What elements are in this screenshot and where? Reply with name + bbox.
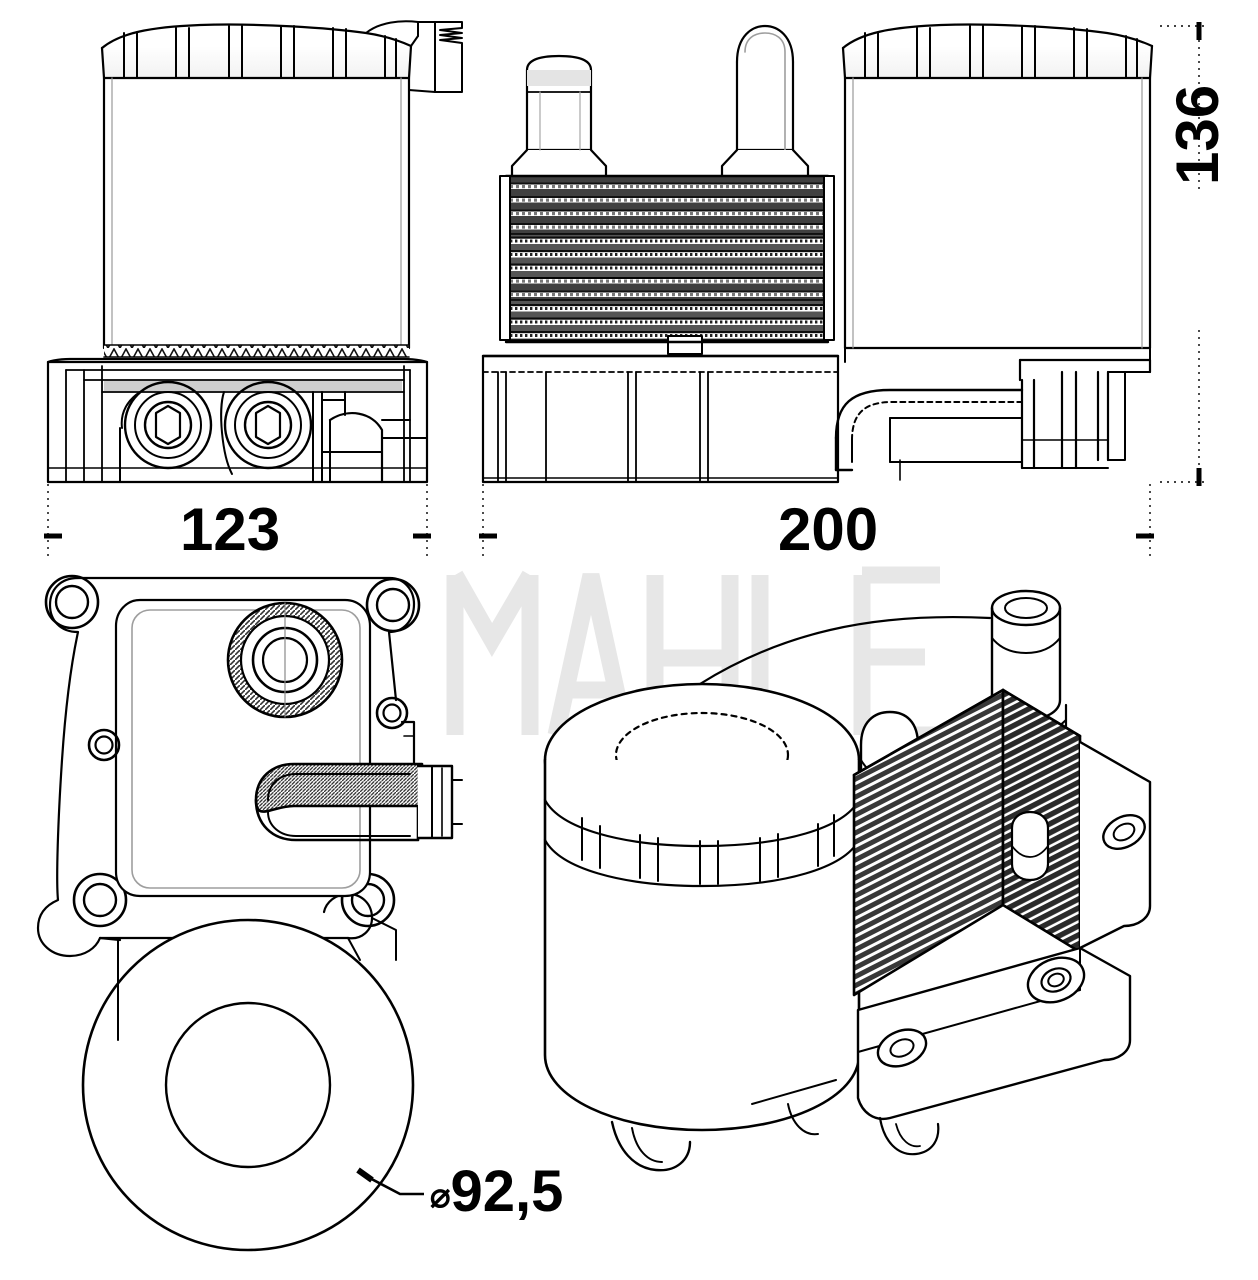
view-side-center bbox=[481, 23, 1154, 484]
dimension-123 bbox=[44, 484, 431, 556]
dimension-200 bbox=[479, 484, 1154, 556]
dimension-label-200: 200 bbox=[778, 496, 879, 563]
view-isometric bbox=[543, 589, 1152, 1172]
dimension-label-136: 136 bbox=[1164, 84, 1231, 185]
dimension-136 bbox=[1160, 22, 1208, 486]
view-plan bbox=[36, 574, 463, 1252]
dimension-value-92-5: 92,5 bbox=[450, 1159, 564, 1224]
view-front-left bbox=[46, 20, 463, 484]
dimension-92-5-leader bbox=[356, 1167, 424, 1196]
dimension-label-123: 123 bbox=[180, 496, 281, 563]
diameter-symbol: ⌀ bbox=[430, 1177, 451, 1215]
dimension-label-92-5: ⌀92,5 bbox=[430, 1163, 563, 1221]
